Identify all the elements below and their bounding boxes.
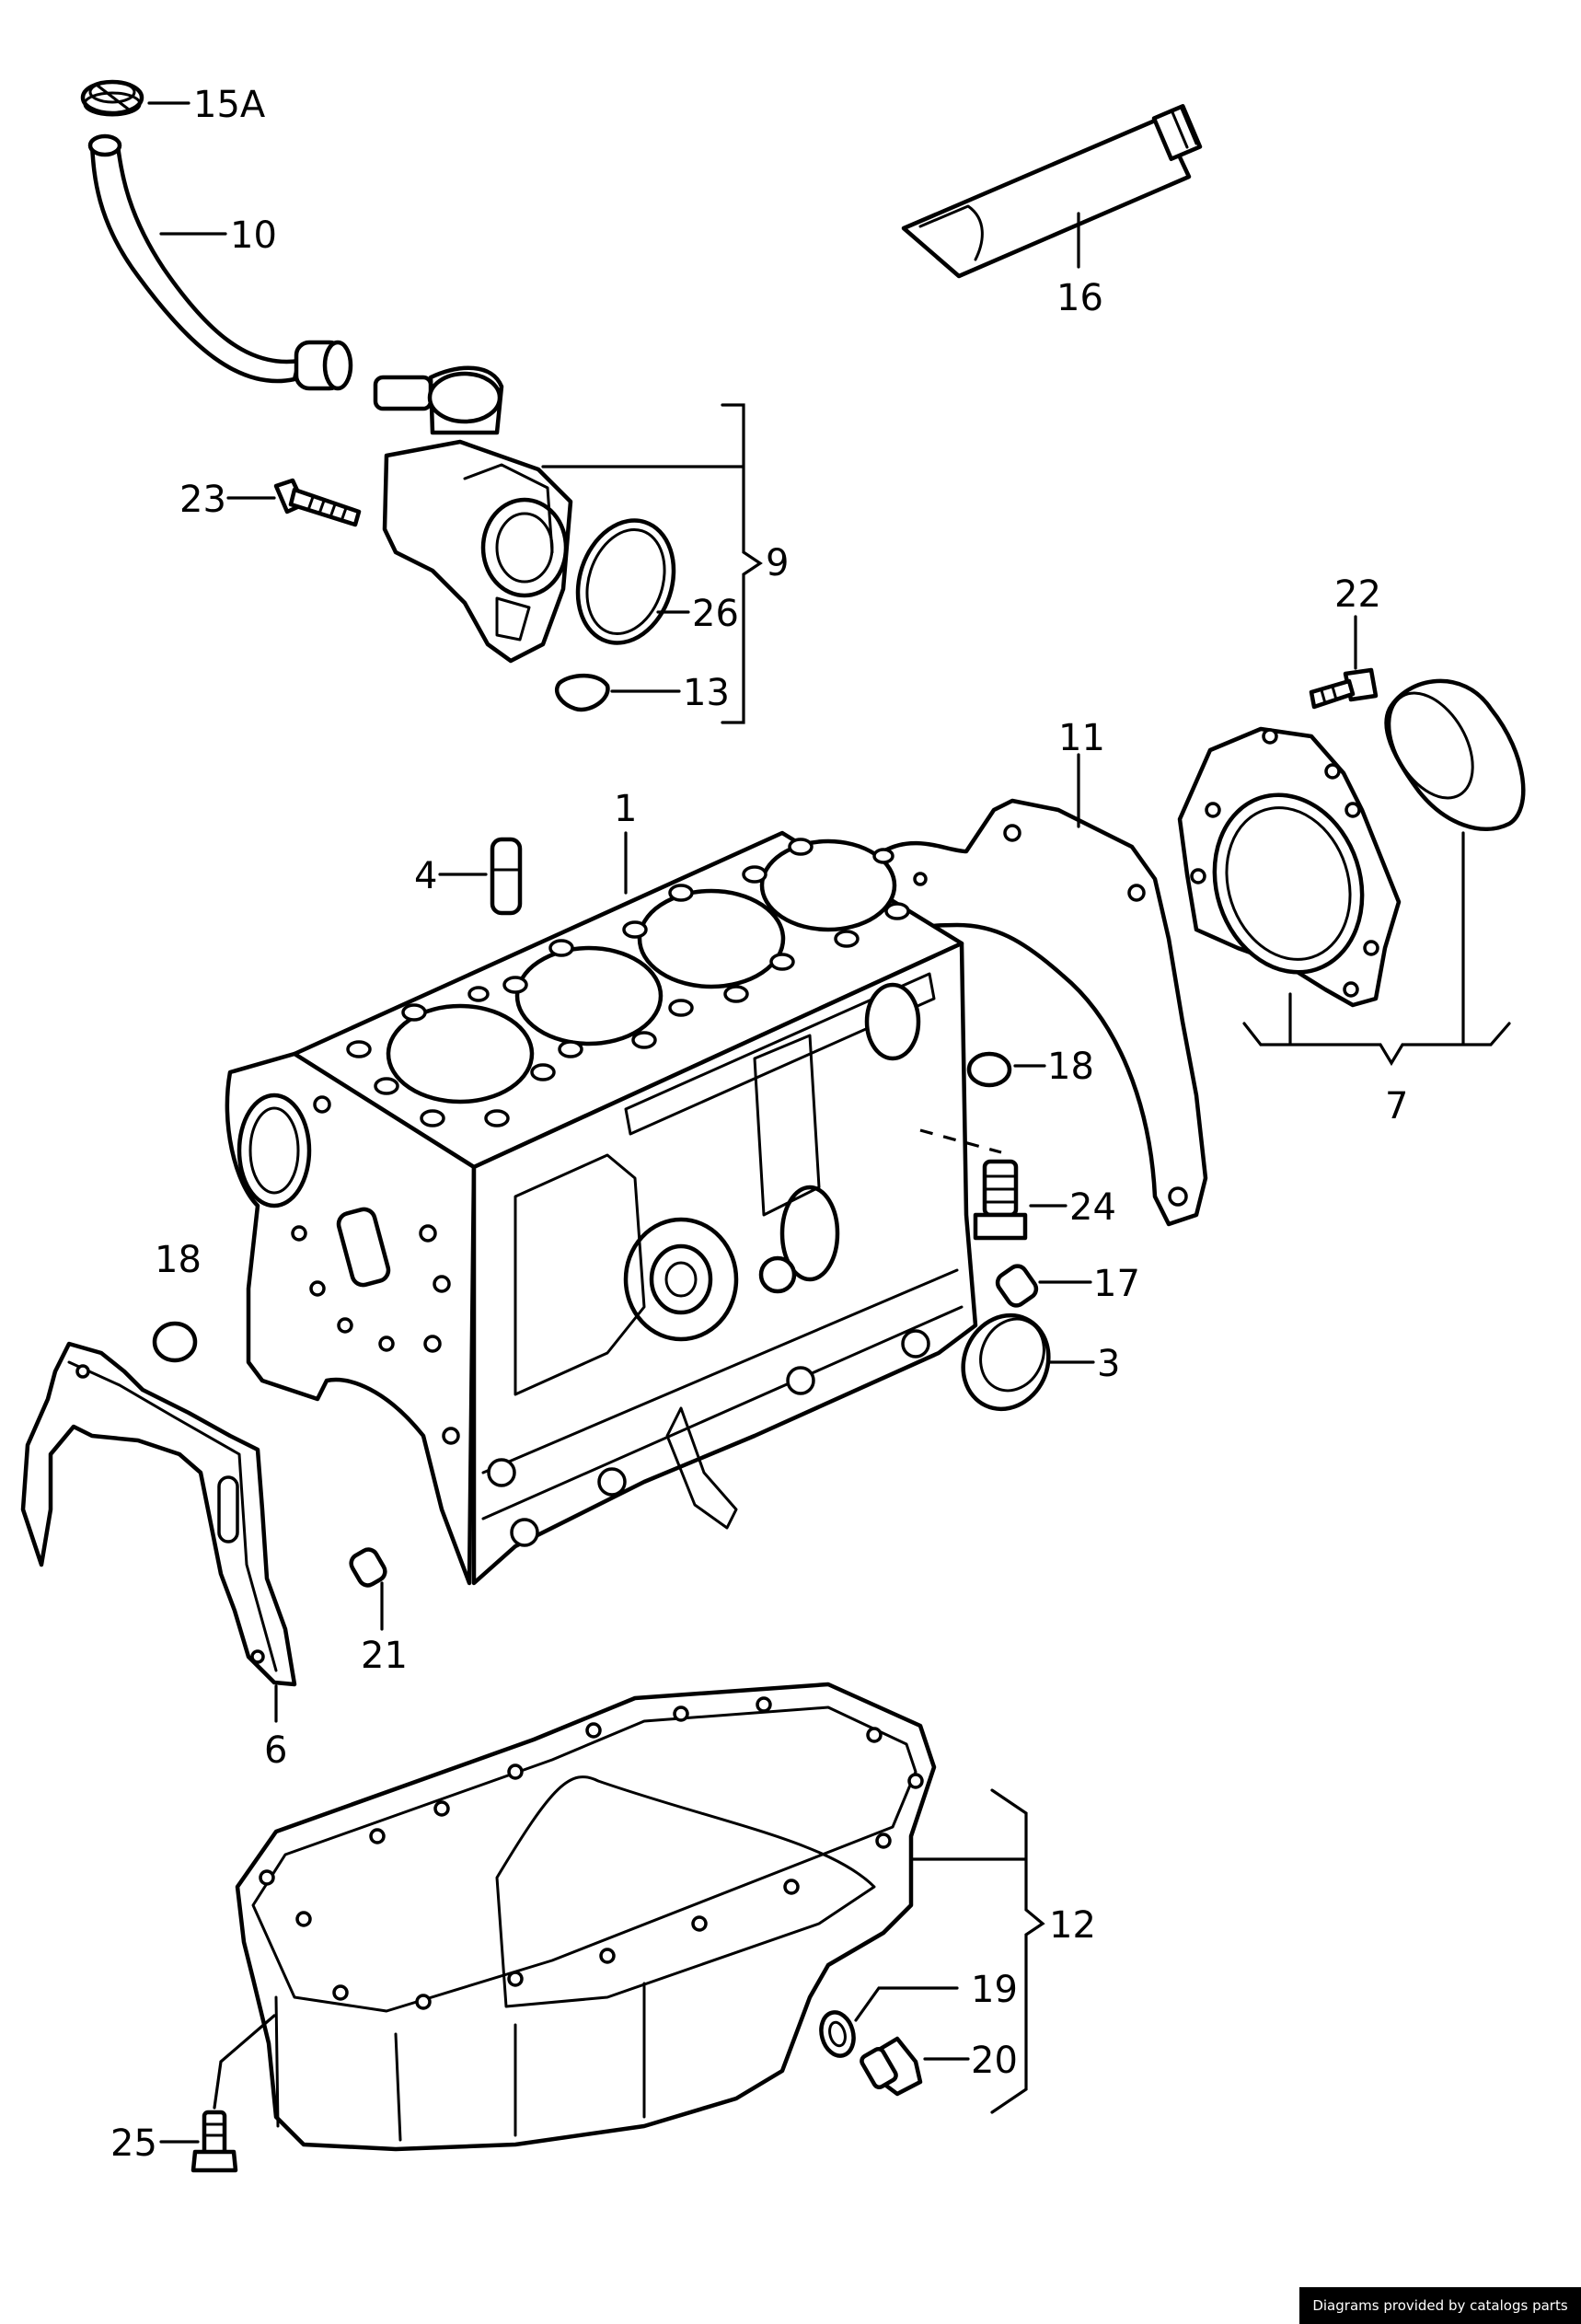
label-6[interactable]: 6 [264, 1729, 287, 1772]
leader-7-bracket [1242, 831, 1511, 1067]
label-16[interactable]: 16 [1056, 277, 1103, 319]
deck-bolt-holes [346, 838, 910, 1127]
part-6-front-gasket[interactable] [20, 1341, 297, 1687]
part-20-drain-plug[interactable] [860, 2036, 923, 2097]
leader-19 [854, 1986, 959, 2022]
label-23[interactable]: 23 [179, 479, 226, 521]
label-9[interactable]: 9 [766, 542, 789, 584]
label-20[interactable]: 20 [971, 2040, 1018, 2082]
part-3-front-seal[interactable] [948, 1301, 1064, 1423]
leader-12-bracket [909, 1788, 1045, 2114]
label-13[interactable]: 13 [683, 672, 730, 714]
part-19-washer[interactable] [816, 2008, 858, 2059]
label-11[interactable]: 11 [1058, 717, 1105, 759]
label-19[interactable]: 19 [971, 1969, 1018, 2011]
leader-9-bracket [541, 403, 763, 724]
part-25-bolt[interactable] [190, 2110, 238, 2173]
part-13-seal[interactable] [554, 673, 610, 712]
part-24-bolt[interactable] [973, 1159, 1028, 1241]
part-26-o-ring[interactable] [562, 508, 688, 655]
part-16-sealant-tube[interactable] [901, 104, 1203, 279]
label-3[interactable]: 3 [1097, 1343, 1120, 1385]
part-11-intermediate-plate[interactable] [881, 798, 1208, 1227]
label-15a[interactable]: 15A [193, 84, 266, 126]
label-1[interactable]: 1 [614, 788, 637, 830]
part-21-sleeve[interactable] [348, 1546, 388, 1589]
part-1-cylinder-block[interactable] [225, 830, 978, 1586]
label-17[interactable]: 17 [1093, 1263, 1140, 1305]
label-22[interactable]: 22 [1334, 573, 1381, 616]
part-9-crankcase-breather-housing[interactable] [373, 365, 573, 664]
label-4[interactable]: 4 [414, 855, 437, 897]
part-15a-hose-clamp[interactable] [80, 79, 144, 117]
label-12[interactable]: 12 [1049, 1904, 1096, 1947]
part-10-breather-hose[interactable] [87, 133, 353, 391]
leader-25 [159, 2014, 276, 2144]
part-12-oil-pan[interactable] [235, 1682, 937, 2152]
diagram-credit: Diagrams provided by catalogs parts [1299, 2287, 1581, 2324]
label-24[interactable]: 24 [1069, 1186, 1116, 1229]
label-18b[interactable]: 18 [155, 1239, 202, 1281]
part-18-plug-left[interactable] [152, 1321, 198, 1363]
part-22-bolt[interactable] [1309, 667, 1379, 710]
part-17-sleeve[interactable] [994, 1263, 1040, 1310]
label-7[interactable]: 7 [1385, 1085, 1408, 1127]
part-4-dowel-sleeve[interactable] [490, 837, 523, 916]
part-23-bolt[interactable] [273, 478, 362, 527]
label-21[interactable]: 21 [361, 1635, 408, 1677]
part-7-seal-ring[interactable] [1372, 678, 1526, 832]
pan-flange-holes [259, 1696, 924, 2010]
part-7-seal-flange[interactable] [1177, 726, 1402, 1008]
label-25[interactable]: 25 [110, 2122, 157, 2165]
label-18a[interactable]: 18 [1047, 1046, 1094, 1088]
label-26[interactable]: 26 [692, 593, 739, 635]
part-18-plug-right[interactable] [966, 1051, 1012, 1088]
label-10[interactable]: 10 [230, 214, 277, 257]
